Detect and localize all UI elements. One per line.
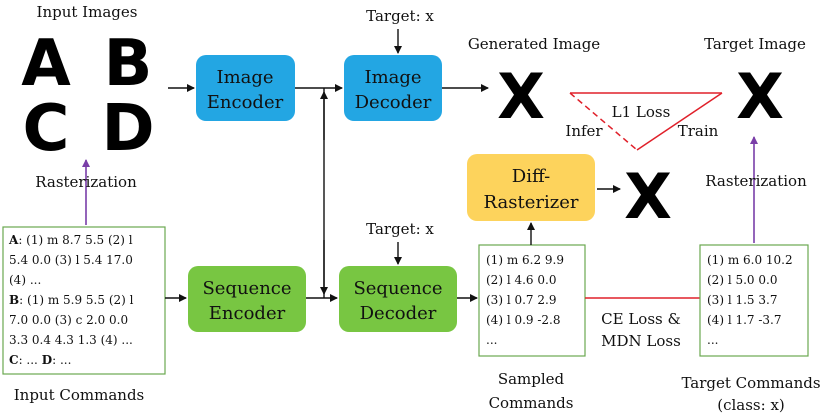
input-cmd-a-line1: A: (1) m 8.7 5.5 (2) l: [8, 233, 133, 247]
glyph-c: C: [23, 92, 70, 166]
train-line: [636, 92, 723, 151]
sequence-decoder-label-2: Decoder: [360, 303, 437, 324]
target-commands-label-1: Target Commands: [681, 374, 820, 392]
glyph-d: D: [101, 92, 154, 166]
image-decoder-label-2: Decoder: [355, 92, 432, 113]
image-decoder-label-1: Image: [364, 67, 421, 88]
sequence-decoder-label-1: Sequence: [353, 278, 442, 299]
target-commands-label-2: (class: x): [717, 396, 785, 414]
sequence-encoder-box: [188, 266, 306, 332]
sampled-cmd-5: ...: [486, 333, 497, 347]
input-cmd-b-line2: 7.0 0.0 (3) c 2.0 0.0: [9, 313, 128, 327]
sampled-cmd-2: (2) l 4.6 0.0: [486, 273, 556, 287]
ce-loss-label-2: MDN Loss: [601, 332, 681, 350]
image-decoder-box: [344, 55, 442, 121]
train-label: Train: [678, 122, 719, 140]
sampled-commands-label-1: Sampled: [498, 370, 565, 388]
glyph-b: B: [104, 27, 153, 101]
target-cmd-1: (1) m 6.0 10.2: [707, 253, 793, 267]
input-cmd-b-line3: 3.3 0.4 4.3 1.3 (4) ...: [9, 333, 133, 347]
generated-glyph: X: [497, 60, 545, 133]
target-cmd-4: (4) l 1.7 -3.7: [707, 313, 782, 327]
target-glyph: X: [736, 60, 784, 133]
sampled-cmd-1: (1) m 6.2 9.9: [486, 253, 564, 267]
ce-loss-label-1: CE Loss &: [601, 310, 681, 328]
rasterization-left-label: Rasterization: [35, 173, 137, 191]
input-images-label: Input Images: [37, 3, 138, 21]
rasterization-right-label: Rasterization: [705, 172, 807, 190]
input-cmd-a-line3: (4) ...: [9, 273, 41, 287]
infer-dashed-line: [569, 92, 638, 151]
sequence-encoder-label-2: Encoder: [209, 303, 286, 324]
target-cmd-2: (2) l 5.0 0.0: [707, 273, 777, 287]
input-commands-box: [2, 226, 166, 375]
sequence-encoder-label-1: Sequence: [202, 278, 291, 299]
target-x-bottom-label: Target: x: [366, 220, 434, 238]
l1-loss-label: L1 Loss: [612, 103, 671, 121]
image-encoder-box: [196, 55, 295, 121]
input-cmd-b-line1: B: (1) m 5.9 5.5 (2) l: [9, 293, 134, 307]
image-encoder-label-2: Encoder: [207, 92, 284, 113]
sampled-cmd-4: (4) l 0.9 -2.8: [486, 313, 561, 327]
diff-rasterizer-box: [467, 154, 595, 221]
input-cmd-cd-line: C: ... D: ...: [9, 353, 71, 367]
target-x-top-label: Target: x: [366, 7, 434, 25]
diff-rasterizer-label-2: Rasterizer: [484, 192, 579, 213]
infer-label: Infer: [565, 122, 603, 140]
target-cmd-5: ...: [707, 333, 718, 347]
target-commands-box: [699, 244, 809, 357]
input-cmd-a-line2: 5.4 0.0 (3) l 5.4 17.0: [9, 253, 133, 267]
sampled-commands-label-2: Commands: [489, 394, 574, 412]
image-encoder-label-1: Image: [216, 67, 273, 88]
diff-rasterizer-label-1: Diff-: [512, 166, 550, 187]
input-commands-label: Input Commands: [14, 386, 145, 404]
glyph-a: A: [21, 27, 71, 101]
target-cmd-3: (3) l 1.5 3.7: [707, 293, 777, 307]
sampled-commands-box: [478, 244, 586, 357]
sequence-decoder-box: [339, 266, 457, 332]
sampled-cmd-3: (3) l 0.7 2.9: [486, 293, 556, 307]
rasterized-glyph: X: [624, 160, 672, 233]
generated-image-label: Generated Image: [468, 35, 600, 53]
target-image-label: Target Image: [704, 35, 806, 53]
